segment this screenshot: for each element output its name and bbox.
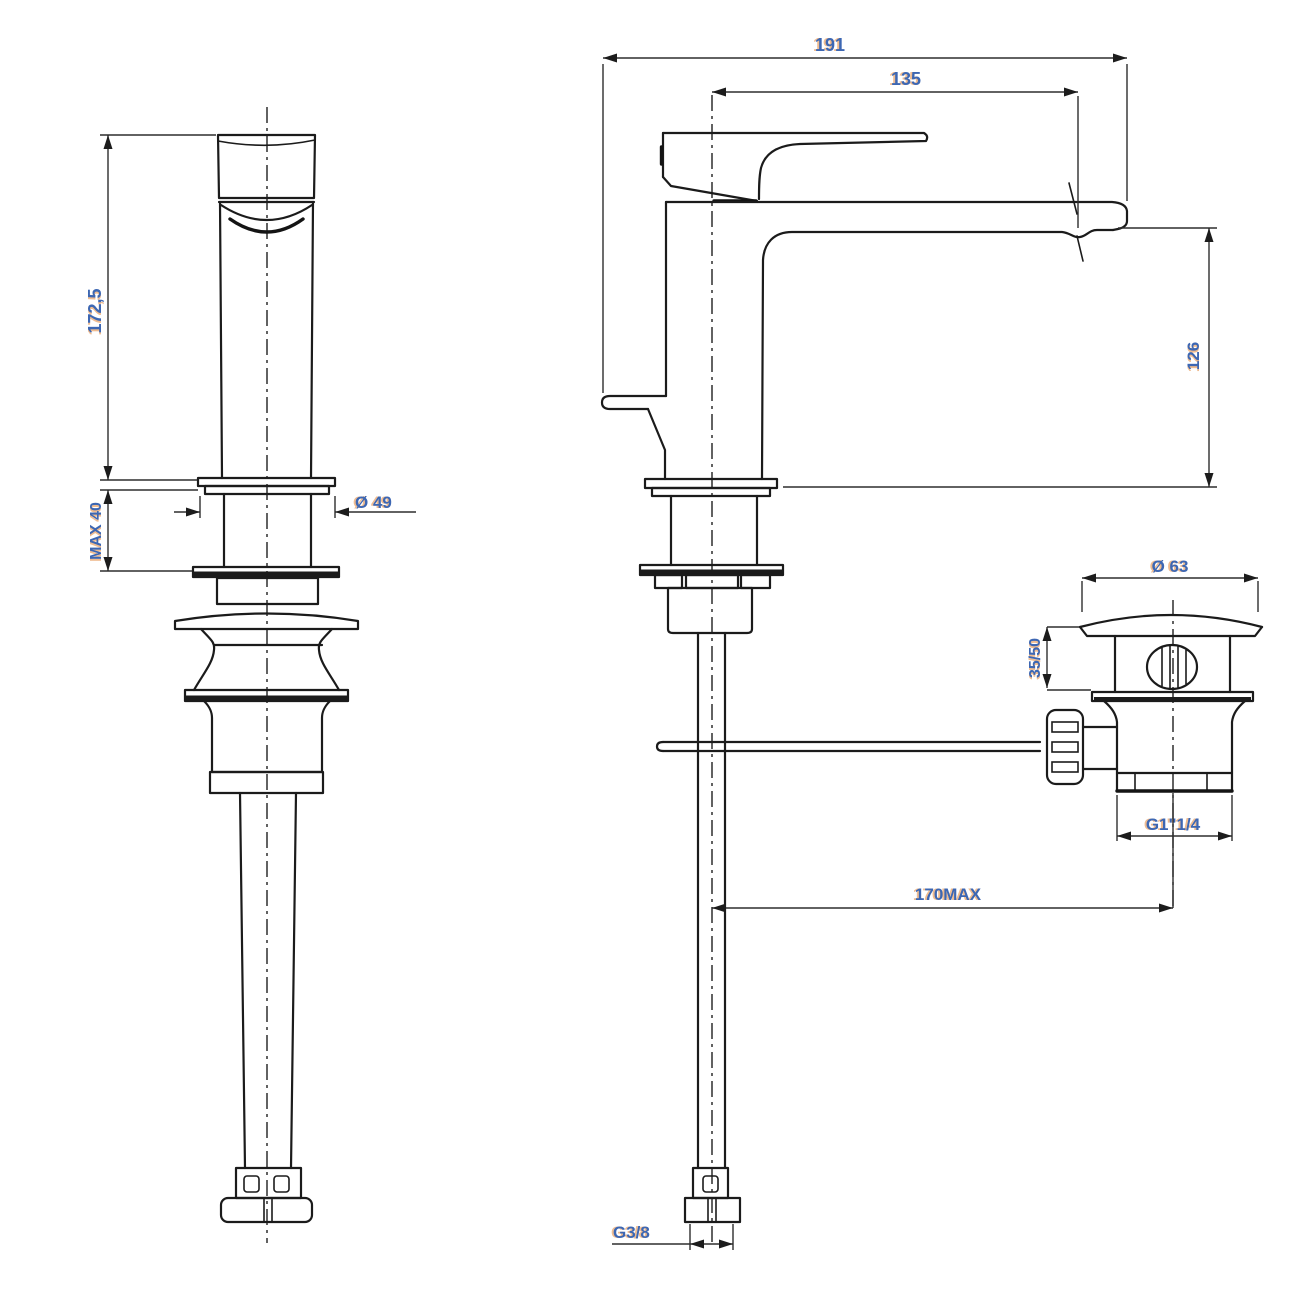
dim-spout-projection: 135 xyxy=(712,69,1079,228)
dim-deck-thickness: MAX 40 xyxy=(88,489,198,572)
dim-label-spout-height: 126 xyxy=(1184,342,1203,370)
front-body xyxy=(218,200,315,480)
side-handle-lever xyxy=(659,131,929,203)
dim-label-spout-projection: 135 xyxy=(891,69,921,89)
side-lever-rear-tab xyxy=(600,394,668,481)
side-view xyxy=(600,95,1129,1245)
dim-supply-thread: G3/8 xyxy=(612,1223,734,1250)
dim-label-waste-cap-diameter: Ø 63 xyxy=(1152,557,1189,576)
front-handle-cap xyxy=(216,133,317,204)
dim-waste-height: 35/50 xyxy=(1027,626,1091,691)
dim-base-diameter: Ø 49 xyxy=(174,493,416,518)
aerator-tick-upper xyxy=(1068,182,1078,215)
waste-slot xyxy=(1145,643,1199,691)
rod-joint-knob xyxy=(1045,708,1085,786)
popup-waste-detail xyxy=(1078,600,1264,908)
aerator-tick-lower xyxy=(1076,235,1084,262)
dim-waste-thread: G1"1/4 xyxy=(1116,795,1233,841)
side-mounting-hardware xyxy=(638,563,785,635)
dim-total-reach: 191 xyxy=(602,35,1128,393)
front-view xyxy=(173,107,360,1243)
dim-rod-offset: 170MAX xyxy=(712,793,1174,913)
dim-label-rod-offset: 170MAX xyxy=(915,885,982,904)
front-washer xyxy=(191,565,341,606)
dim-waste-cap-diameter: Ø 63 xyxy=(1081,557,1259,612)
dim-label-waste-height: 35/50 xyxy=(1027,638,1044,678)
dim-label-body-height: 172,5 xyxy=(85,288,105,333)
dim-label-base-diameter: Ø 49 xyxy=(355,493,392,512)
side-base-flange xyxy=(643,477,779,567)
front-base-flange xyxy=(196,476,337,569)
dim-label-deck-thickness: MAX 40 xyxy=(88,502,105,560)
side-supply-tube xyxy=(683,631,742,1224)
dim-label-total-reach: 191 xyxy=(815,35,845,55)
waste-body xyxy=(1090,634,1255,793)
popup-rod xyxy=(655,708,1119,786)
dim-spout-height: 126 xyxy=(783,227,1217,488)
waste-cap xyxy=(1078,613,1264,638)
dim-body-height: 172,5 xyxy=(85,134,216,481)
dim-label-supply-thread: G3/8 xyxy=(613,1223,650,1242)
front-waste-body xyxy=(173,612,360,795)
side-body-spout xyxy=(664,182,1129,481)
front-supply-hose xyxy=(219,791,314,1224)
